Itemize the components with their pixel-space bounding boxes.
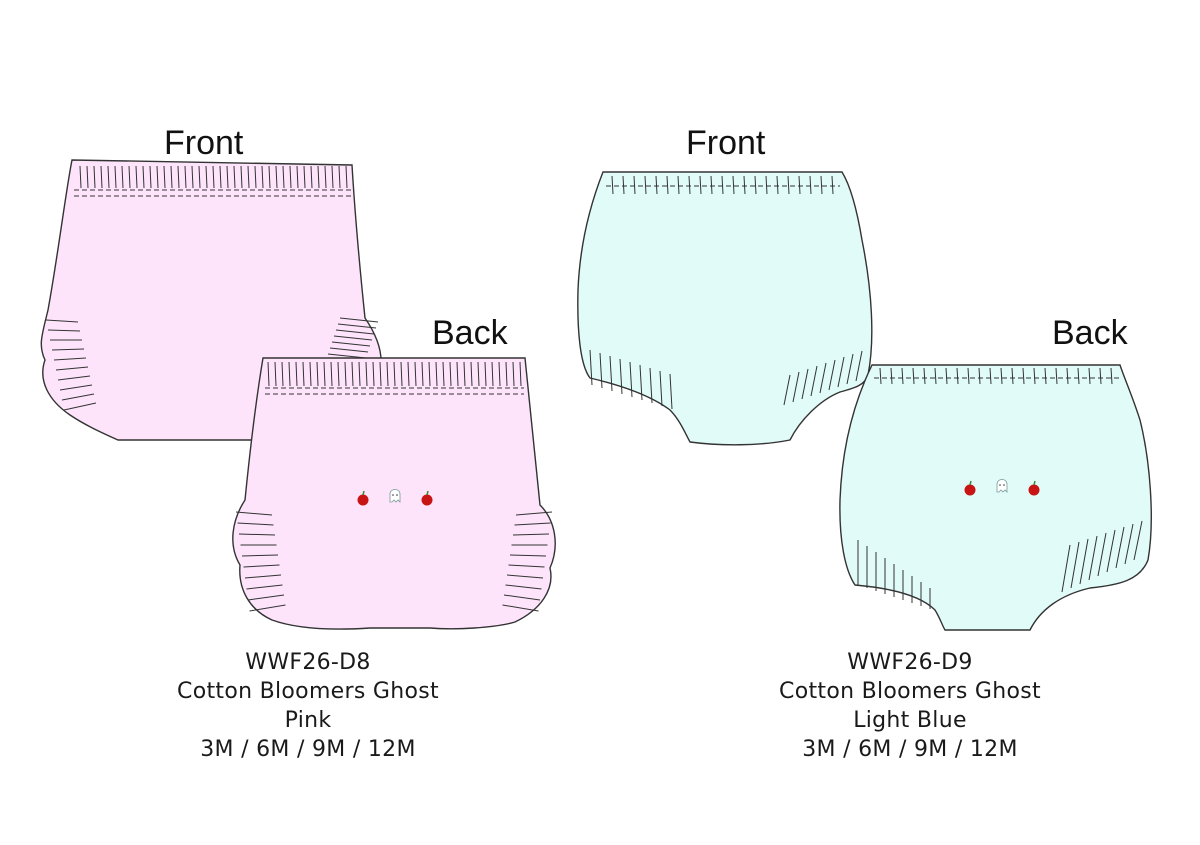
color-name: Pink xyxy=(284,708,332,733)
apple-icon xyxy=(421,490,433,506)
pink-front-label: Front xyxy=(164,124,244,162)
apple-icon xyxy=(964,480,976,496)
size-range: 3M / 6M / 9M / 12M xyxy=(200,737,416,762)
blue-back-label: Back xyxy=(1052,314,1128,352)
blue-back-bloomers xyxy=(839,364,1152,631)
apple-icon xyxy=(357,490,369,506)
blue-product-caption: WWF26-D9 Cotton Bloomers Ghost Light Blu… xyxy=(700,648,1120,764)
pink-back-label: Back xyxy=(432,314,508,352)
blue-embroidery xyxy=(964,479,1040,496)
pink-back-bloomers xyxy=(232,357,556,630)
color-name: Light Blue xyxy=(853,708,967,733)
product-name: Cotton Bloomers Ghost xyxy=(779,679,1041,704)
pink-embroidery xyxy=(357,489,433,506)
blue-front-bloomers xyxy=(577,171,873,446)
ghost-icon xyxy=(389,489,401,503)
product-name: Cotton Bloomers Ghost xyxy=(177,679,439,704)
size-range: 3M / 6M / 9M / 12M xyxy=(802,737,1018,762)
sku: WWF26-D8 xyxy=(245,650,371,675)
apple-icon xyxy=(1028,480,1040,496)
pink-product-caption: WWF26-D8 Cotton Bloomers Ghost Pink 3M /… xyxy=(98,648,518,764)
sku: WWF26-D9 xyxy=(847,650,973,675)
ghost-icon xyxy=(996,479,1008,493)
blue-front-label: Front xyxy=(686,124,766,162)
